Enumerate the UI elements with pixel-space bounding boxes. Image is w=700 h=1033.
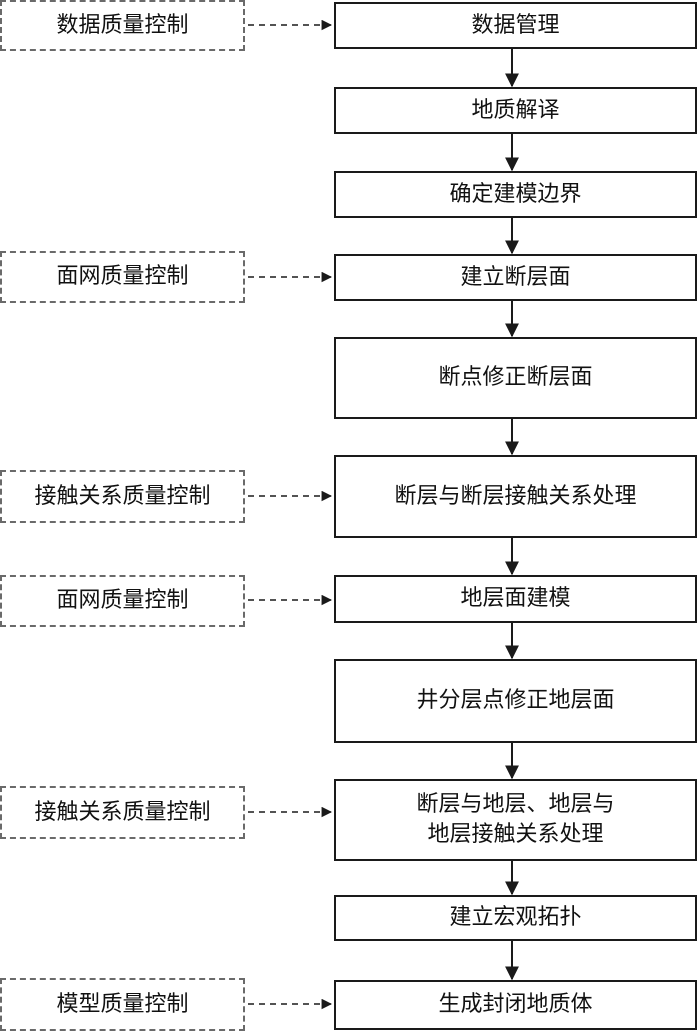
qc-data-quality-control: 数据质量控制 (0, 0, 245, 51)
qc-label: 面网质量控制 (56, 588, 189, 613)
qc-label: 数据质量控制 (56, 12, 189, 38)
step-label: 确定建模边界 (449, 181, 582, 207)
qc-label: 接触关系质量控制 (34, 799, 211, 825)
step-label: 地质解译 (471, 97, 560, 123)
step-label: 断点修正断层面 (438, 365, 593, 390)
step-fault-point-correct-fault-surface: 断点修正断层面 (334, 337, 697, 419)
step-label: 生成封闭地质体 (438, 992, 593, 1017)
qc-label: 模型质量控制 (56, 991, 189, 1017)
step-data-management: 数据管理 (334, 2, 697, 49)
step-determine-model-boundary: 确定建模边界 (334, 171, 697, 218)
step-well-layer-point-correct-horizon: 井分层点修正地层面 (334, 659, 697, 743)
step-label: 断层与地层、地层与 地层接触关系处理 (416, 792, 615, 847)
qc-mesh-quality-control-1: 面网质量控制 (0, 251, 245, 303)
step-label: 井分层点修正地层面 (416, 688, 615, 713)
qc-label: 接触关系质量控制 (34, 483, 211, 509)
step-fault-fault-contact-processing: 断层与断层接触关系处理 (334, 455, 697, 538)
step-label: 数据管理 (471, 12, 560, 38)
step-label: 断层与断层接触关系处理 (394, 483, 637, 509)
qc-contact-quality-control-2: 接触关系质量控制 (0, 786, 245, 839)
step-label: 建立宏观拓扑 (449, 905, 582, 930)
step-build-macro-topology: 建立宏观拓扑 (334, 895, 697, 941)
step-geological-interpretation: 地质解译 (334, 87, 697, 134)
qc-label: 面网质量控制 (56, 264, 189, 289)
step-generate-closed-geobody: 生成封闭地质体 (334, 980, 697, 1030)
qc-mesh-quality-control-2: 面网质量控制 (0, 575, 245, 627)
qc-model-quality-control: 模型质量控制 (0, 978, 245, 1031)
step-horizon-surface-modeling: 地层面建模 (334, 575, 697, 623)
step-build-fault-surface: 建立断层面 (334, 254, 697, 301)
step-label: 建立断层面 (460, 264, 571, 290)
step-label: 地层面建模 (460, 586, 571, 611)
step-fault-horizon-contact-processing: 断层与地层、地层与 地层接触关系处理 (334, 779, 697, 861)
qc-contact-quality-control-1: 接触关系质量控制 (0, 470, 245, 523)
